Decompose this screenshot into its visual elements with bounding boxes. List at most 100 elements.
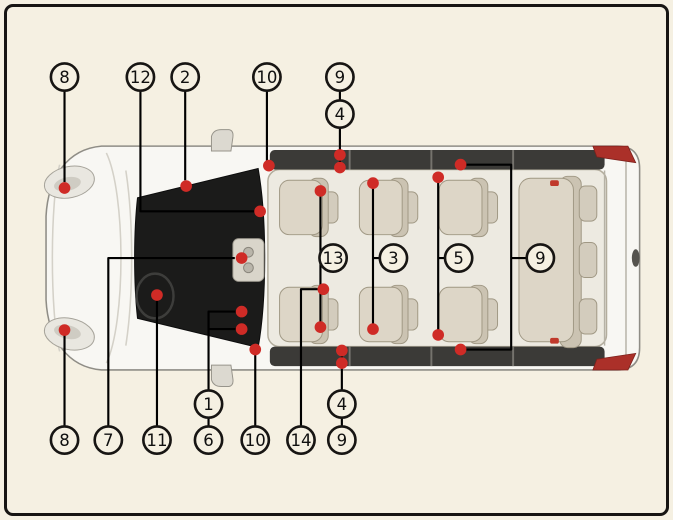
seatbelt-anchor: [550, 180, 559, 187]
callout-number: 13: [323, 249, 344, 268]
callout-number: 12: [130, 68, 151, 87]
marker-dot: [334, 149, 346, 161]
leader-line: [207, 310, 236, 427]
callout-10-bottom: 10: [240, 425, 271, 455]
center-console: [232, 238, 265, 282]
marker-dot: [334, 161, 346, 174]
marker-dot: [432, 329, 445, 341]
marker-dot: [336, 344, 348, 357]
callout-number: 4: [335, 105, 346, 124]
marker-dot: [180, 180, 192, 192]
callout-11: 11: [142, 425, 172, 455]
callout-2: 2: [170, 62, 201, 92]
marker-dot: [317, 283, 330, 296]
callout-number: 9: [335, 68, 346, 87]
leader-line: [107, 256, 235, 427]
callout-circle: [324, 62, 355, 92]
callout-number: 2: [180, 68, 191, 87]
marker-dot: [314, 185, 327, 197]
callout-14: 14: [286, 425, 316, 455]
callout-circle: [142, 425, 172, 455]
callout-9-bottom: 9: [326, 425, 357, 455]
marker-dot: [454, 158, 467, 171]
callouts: 8 12 2 10 9: [49, 62, 556, 455]
callout-circle: [525, 243, 556, 273]
callout-13: 13: [318, 243, 349, 273]
rear-wiper: [631, 249, 640, 267]
callout-8-bottom: 8: [49, 425, 80, 455]
callout-4-top: 4: [324, 99, 355, 129]
callout-circle: [93, 425, 124, 455]
callout-6: 6: [193, 425, 224, 455]
diagram-svg: 8 12 2 10 9: [43, 62, 641, 455]
marker-dot: [454, 343, 467, 356]
leader-lines: [63, 90, 527, 427]
marker-dot: [235, 252, 248, 264]
callout-number: 9: [535, 249, 546, 268]
callout-circle: [326, 389, 357, 419]
callout-number: 5: [453, 249, 464, 268]
callout-4-bottom: 4: [326, 389, 357, 419]
callout-number: 10: [256, 68, 277, 87]
callout-3: 3: [378, 243, 409, 273]
taillamp-bottom: [592, 352, 637, 371]
marker-dot: [314, 321, 327, 333]
marker-dot: [263, 159, 275, 172]
callout-circle: [193, 389, 224, 419]
callout-number: 11: [146, 431, 167, 450]
callout-number: 10: [245, 431, 266, 450]
callout-number: 8: [59, 68, 70, 87]
callout-circle: [286, 425, 316, 455]
roof-rail-bottom: [269, 346, 605, 367]
callout-1: 1: [193, 389, 224, 419]
bench-headrest: [578, 298, 598, 335]
callout-number: 6: [203, 431, 214, 450]
callout-circle: [326, 425, 357, 455]
callout-7: 7: [93, 425, 124, 455]
callout-circle: [193, 425, 224, 455]
callout-9-top: 9: [324, 62, 355, 92]
callout-number: 7: [103, 431, 114, 450]
marker-dot: [235, 305, 248, 318]
callout-number: 4: [337, 395, 348, 414]
leader-line: [139, 90, 255, 213]
marker-dot: [336, 357, 348, 369]
side-mirror-top: [210, 129, 234, 152]
callout-circle: [170, 62, 201, 92]
roof-rail-top: [269, 150, 605, 170]
callout-9-mid: 9: [525, 243, 556, 273]
callout-number: 8: [59, 431, 70, 450]
bench-headrest: [578, 185, 598, 222]
marker-dot: [432, 171, 445, 184]
callout-circle: [240, 425, 271, 455]
leader-line: [299, 288, 318, 427]
callout-10-top: 10: [251, 62, 282, 92]
callout-circle: [324, 99, 355, 129]
callout-circle: [251, 62, 282, 92]
bench-headrest: [578, 241, 598, 279]
marker-dot: [249, 343, 262, 356]
callout-circle: [378, 243, 409, 273]
taillamp-top: [592, 145, 637, 164]
callout-number: 1: [203, 395, 214, 414]
marker-dot: [367, 323, 379, 335]
steering-wheel-icon: [135, 272, 175, 320]
callout-circle: [125, 62, 156, 92]
seatbelt-anchor: [550, 337, 559, 344]
marker-dot: [235, 323, 248, 335]
console-knob: [243, 262, 254, 274]
marker-dot: [254, 205, 266, 218]
marker-dots: [58, 149, 467, 369]
marker-dot: [58, 324, 71, 336]
figure-frame: 8 12 2 10 9: [4, 4, 669, 516]
callout-5: 5: [443, 243, 474, 273]
callout-number: 14: [290, 431, 311, 450]
callout-number: 9: [337, 431, 348, 450]
callout-circle: [49, 62, 80, 92]
callout-12: 12: [125, 62, 156, 92]
side-mirror-bottom: [210, 364, 234, 387]
marker-dot: [58, 182, 71, 194]
marker-dot: [367, 177, 379, 189]
callout-number: 3: [388, 249, 399, 268]
